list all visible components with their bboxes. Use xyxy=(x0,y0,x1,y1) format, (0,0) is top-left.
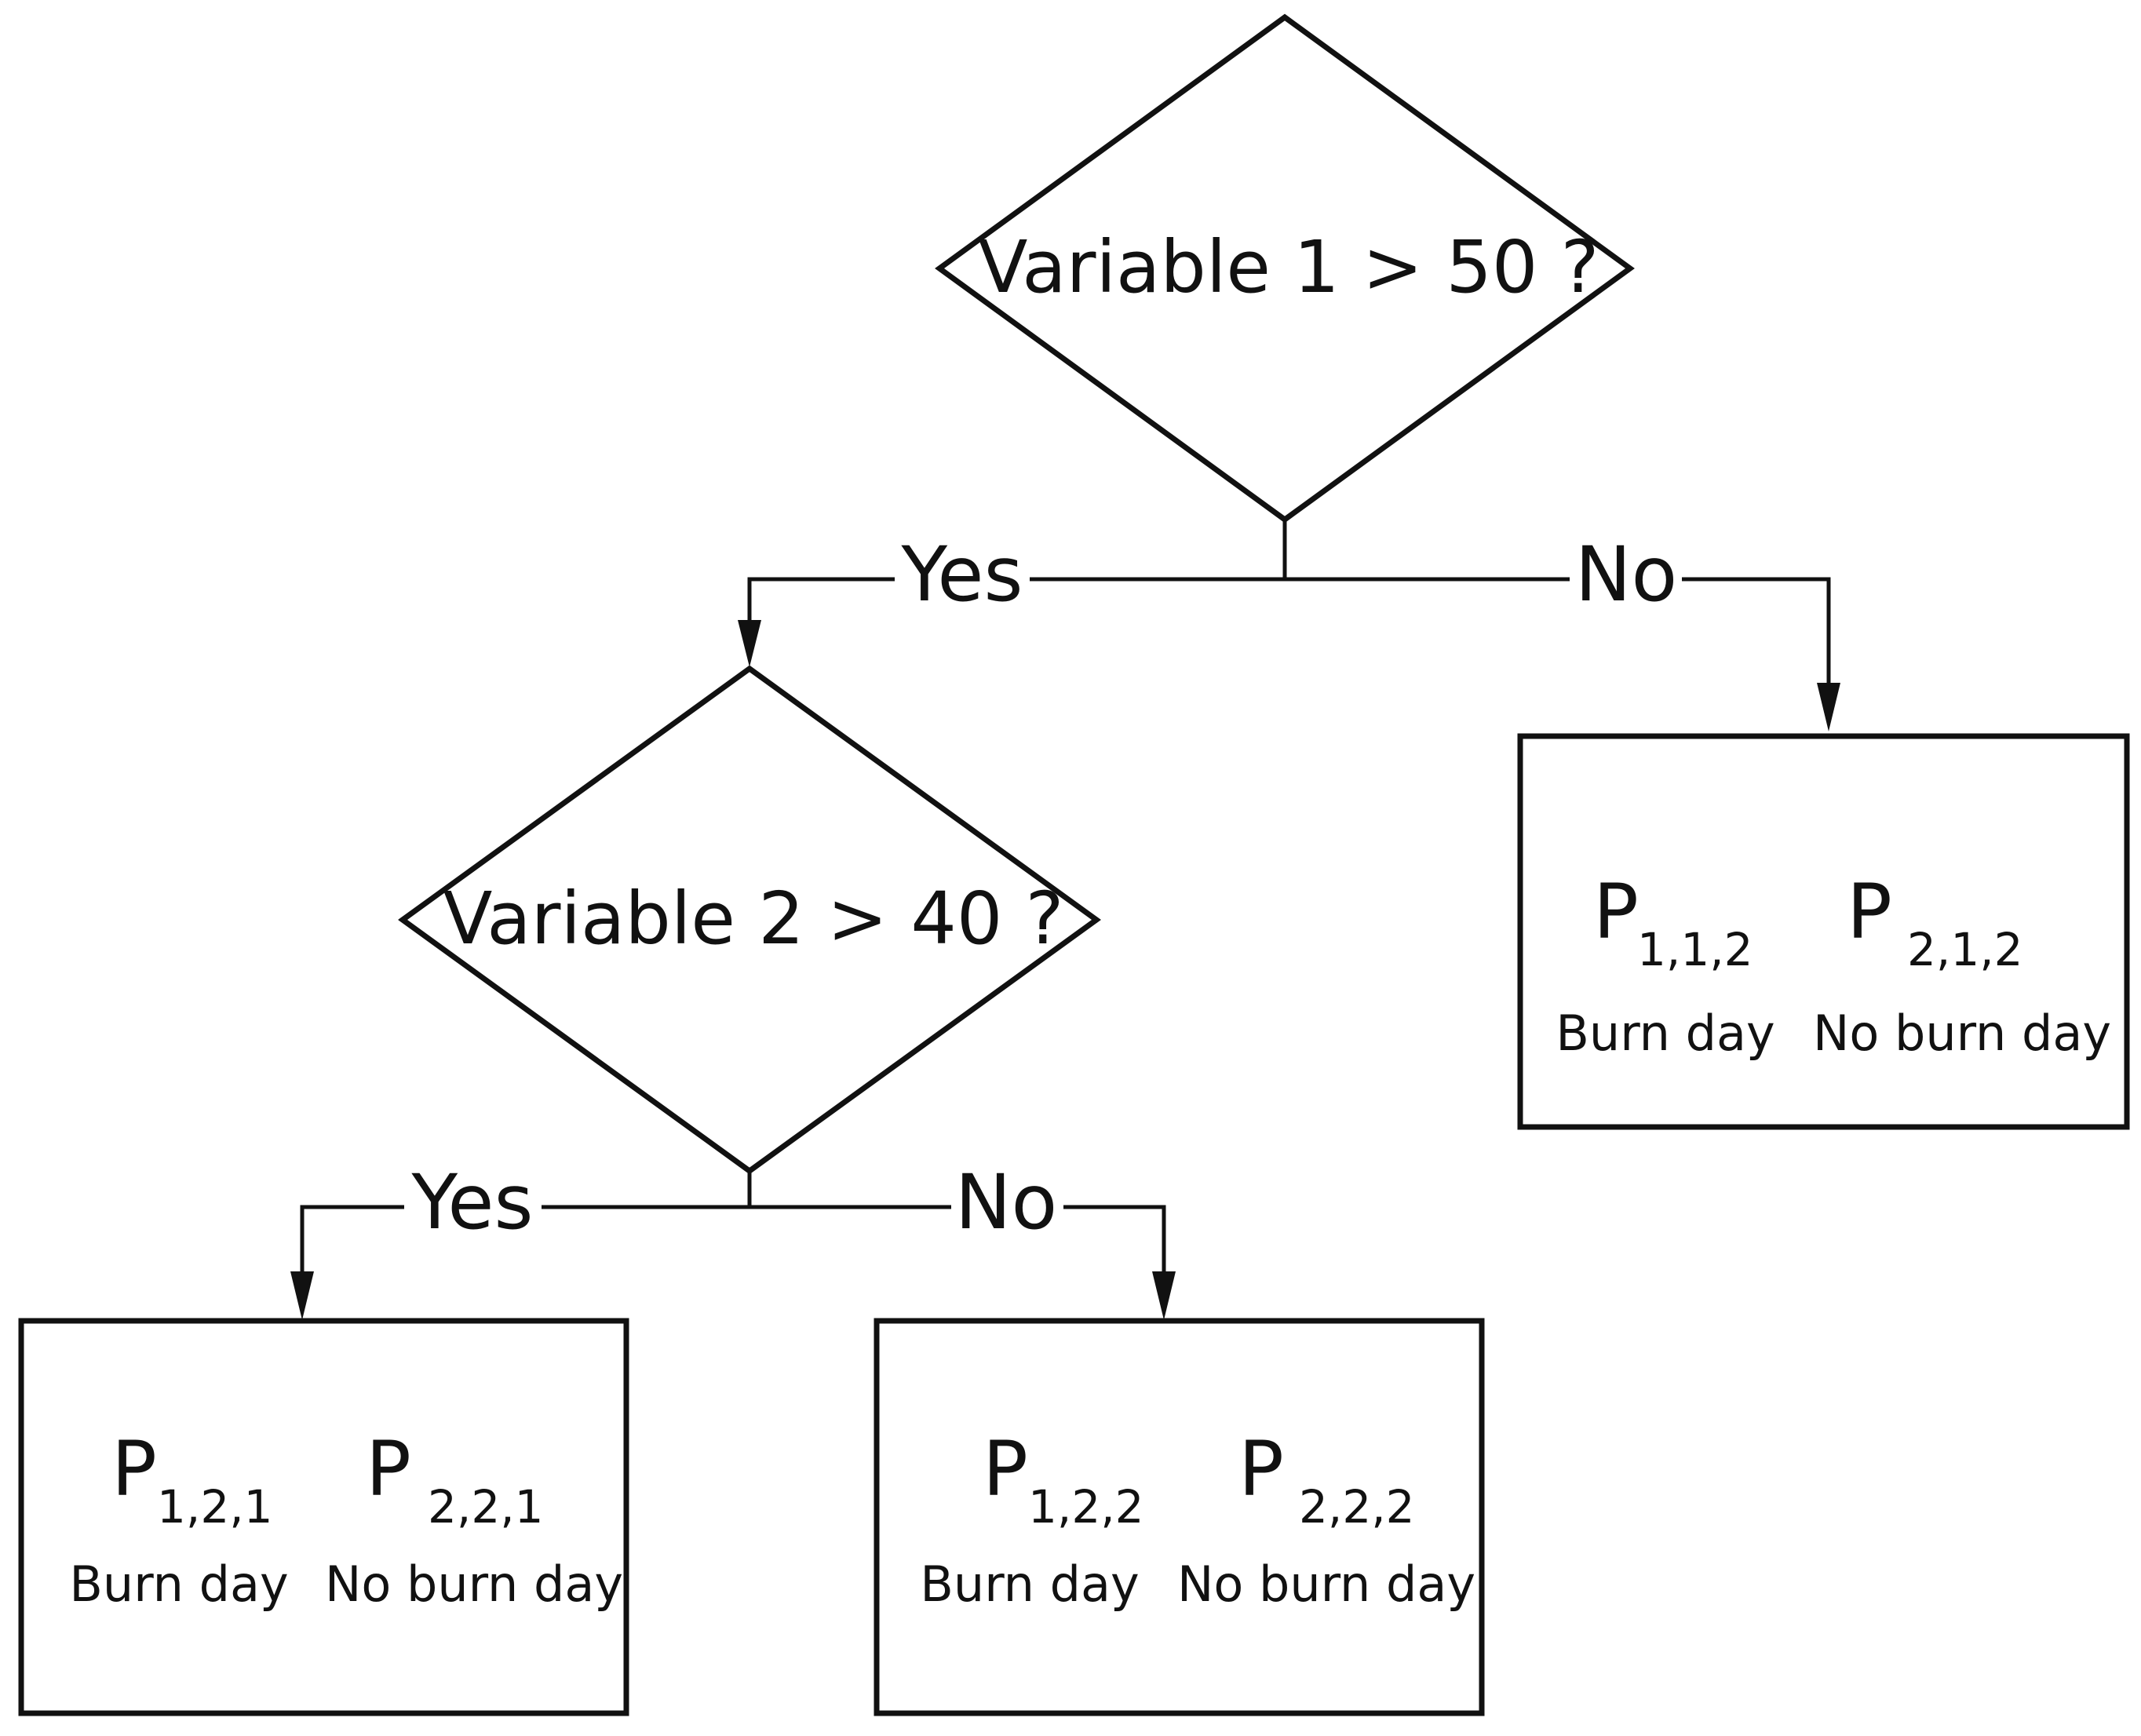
leaf-box-child-no xyxy=(874,1318,1485,1716)
leaf-child-no-p-left-subscript: 1,2,2 xyxy=(1028,1480,1144,1534)
leaf-root-no-p-right: P xyxy=(1847,868,1892,956)
leaf-root-no-p-right-symbol: P xyxy=(1847,868,1892,956)
leaf-child-yes-p-right: P xyxy=(366,1425,411,1513)
leaf-root-no-caption-right: No burn day xyxy=(1813,1005,2111,1062)
child-no-line-right xyxy=(1063,1205,1166,1271)
leaf-child-no-p-right: P xyxy=(1238,1425,1284,1513)
leaf-root-no-p-left: P xyxy=(1593,868,1639,956)
root-no-line-right xyxy=(1682,577,1831,683)
leaf-root-no-p-left-symbol: P xyxy=(1593,868,1639,956)
leaf-child-yes-p-left-symbol: P xyxy=(111,1425,157,1513)
leaf-child-yes-p-right-subscript: 2,2,1 xyxy=(428,1480,544,1534)
leaf-root-no-caption-left: Burn day xyxy=(1556,1005,1774,1062)
leaf-child-no-p-left-symbol: P xyxy=(983,1425,1028,1513)
root-yes-line-left xyxy=(747,577,895,620)
leaf-child-no-p-right-symbol: P xyxy=(1238,1425,1284,1513)
leaf-child-no-p-right-subscript: 2,2,2 xyxy=(1299,1480,1415,1534)
leaf-root-no-p-left-subscript: 1,1,2 xyxy=(1637,923,1753,976)
leaf-child-yes-caption-left: Burn day xyxy=(69,1555,288,1613)
root-no-label: No xyxy=(1575,531,1678,618)
leaf-child-yes-caption-right: No burn day xyxy=(325,1555,623,1613)
leaf-root-no-p-right-subscript: 2,1,2 xyxy=(1907,923,2023,976)
child-decision-question: Variable 2 > 40 ? xyxy=(443,877,1064,961)
child-no-arrowhead xyxy=(1152,1271,1176,1320)
child-no-label: No xyxy=(955,1158,1058,1246)
child-yes-line-left xyxy=(300,1205,404,1271)
root-decision-question: Variable 1 > 50 ? xyxy=(979,225,1599,309)
leaf-child-no-caption-right: No burn day xyxy=(1177,1555,1475,1613)
child-yes-arrowhead xyxy=(290,1271,314,1320)
leaf-box-child-yes xyxy=(18,1318,629,1716)
leaf-child-no-caption-left: Burn day xyxy=(920,1555,1139,1613)
leaf-child-no-p-left: P xyxy=(983,1425,1028,1513)
leaf-child-yes-p-left: P xyxy=(111,1425,157,1513)
leaf-box-root-no xyxy=(1517,733,2130,1130)
child-yes-label: Yes xyxy=(411,1158,534,1246)
leaf-child-yes-p-right-symbol: P xyxy=(366,1425,411,1513)
root-yes-label: Yes xyxy=(901,531,1023,618)
root-yes-arrowhead xyxy=(738,620,761,667)
root-no-arrowhead xyxy=(1817,683,1840,731)
leaf-child-yes-p-left-subscript: 1,2,1 xyxy=(157,1480,273,1534)
